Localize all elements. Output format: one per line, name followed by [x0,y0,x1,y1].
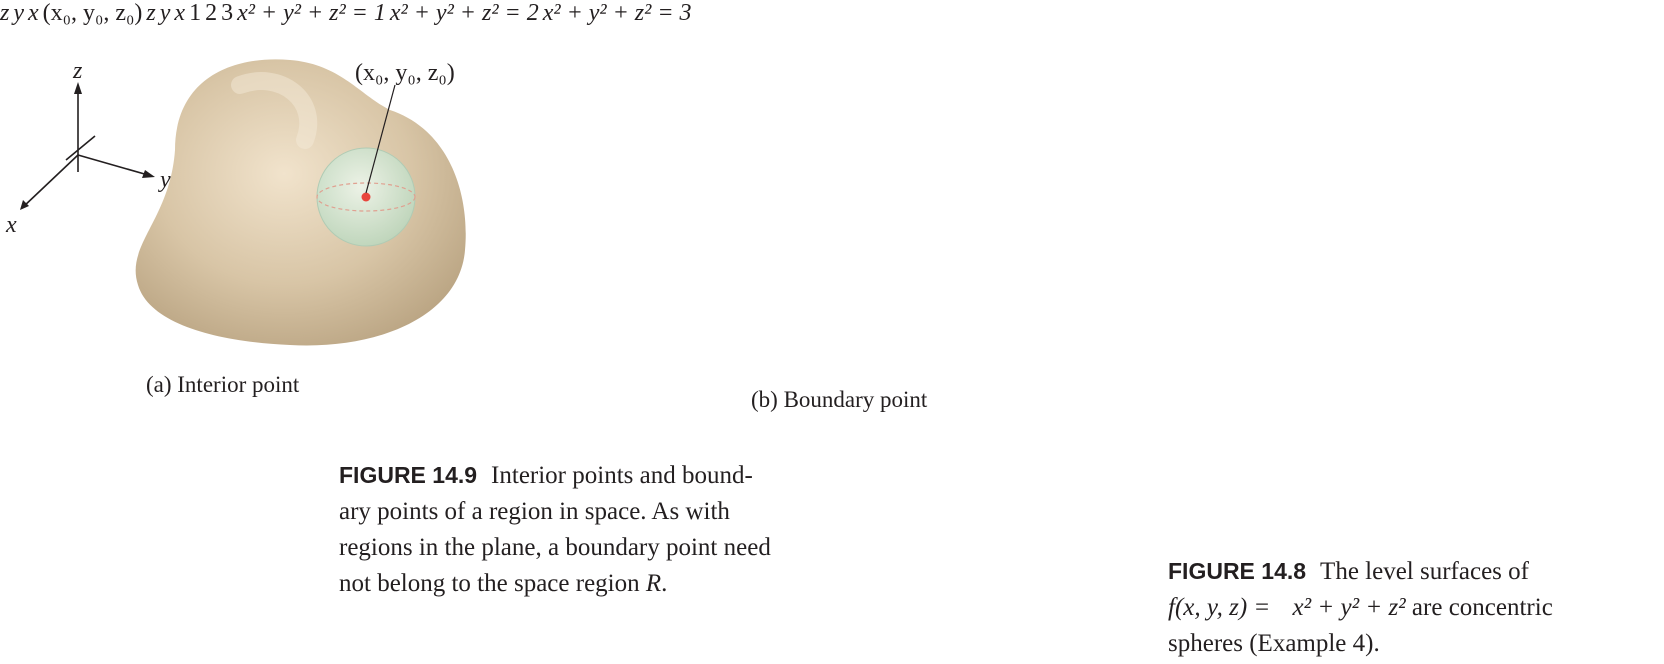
boundary-point-label: (x₀, y₀, z₀) [42,0,143,26]
boundary-point-marker: (x₀, y₀, z₀) [43,0,147,26]
equation-3-text: x² + y² + z² = 3 [542,0,692,26]
figure-14-9-caption: FIGURE 14.9 Interior points and bound- ar… [339,457,859,602]
axis-x-label-a: x [5,212,17,238]
figure-b-caption: (b) Boundary point [751,387,928,412]
figure-14-9-number: FIGURE 14.9 [339,462,478,488]
figure-14-9-line-4: not belong to the space region [339,570,646,597]
radical-expression: x² + y² + z² [1292,594,1406,621]
equation-1: x² + y² + z² = 1 [237,0,390,26]
figure-b: z y x (x₀, y₀, z₀) [0,0,147,26]
tick-2: 2 [205,0,218,26]
figure-14-9-line-2: ary points of a region in space. As with [339,498,730,525]
figure-14-8: z y x 1 2 3 x² + y² + z² = 1 x² + y² + z… [146,0,692,26]
figure-a: z y x (x₀, y₀, z₀) [5,58,466,346]
equation-2-text: x² + y² + z² = 2 [389,0,539,26]
interior-point-label: (x₀, y₀, z₀) [355,60,455,86]
figure-a-caption: (a) Interior point [146,372,300,397]
outer-sphere-cutaway: z y x 1 2 3 x² + y² + z² = 1 x² + y² + z… [146,0,692,26]
axis-x-label-b: x [28,0,39,26]
axis-z-label-b: z [0,0,10,26]
tick-1: 1 [189,0,202,26]
figure-14-8-number: FIGURE 14.8 [1168,558,1307,584]
axis-y-label-b: y [13,0,24,26]
figure-14-9-line-1: Interior points and bound- [491,462,753,489]
region-b: (x₀, y₀, z₀) [43,0,147,26]
axis-z-label-a: z [72,58,83,84]
region-variable: R [645,570,662,597]
tick-3: 3 [221,0,234,26]
axis-z-label-14-8: z [146,0,156,26]
interior-point-marker [361,192,371,202]
equation-3: x² + y² + z² = 3 [543,0,692,26]
figure-14-8-line-1: The level surfaces of [1320,558,1529,585]
figure-14-9-line-3: regions in the plane, a boundary point n… [339,534,771,561]
equation-1-text: x² + y² + z² = 1 [237,0,386,26]
equation-2: x² + y² + z² = 2 [390,0,543,26]
axis-x-label-14-8: x [174,0,186,26]
axes-a [21,88,149,209]
figure-14-8-caption: FIGURE 14.8 The level surfaces of f(x, y,… [1168,553,1658,662]
outer-sphere: z y x 1 2 3 x² + y² + z² = 1 x² + y² + z… [146,0,692,26]
function-label: f(x, y, z) = [1168,594,1277,621]
figure-14-9-line-4-end: . [661,570,668,597]
figure-14-8-line-2-end: are concentric [1405,594,1553,621]
axis-y-label-a: y [158,167,171,193]
axis-y-label-14-8: y [159,0,171,26]
figure-14-8-line-3: spheres (Example 4). [1168,630,1380,657]
